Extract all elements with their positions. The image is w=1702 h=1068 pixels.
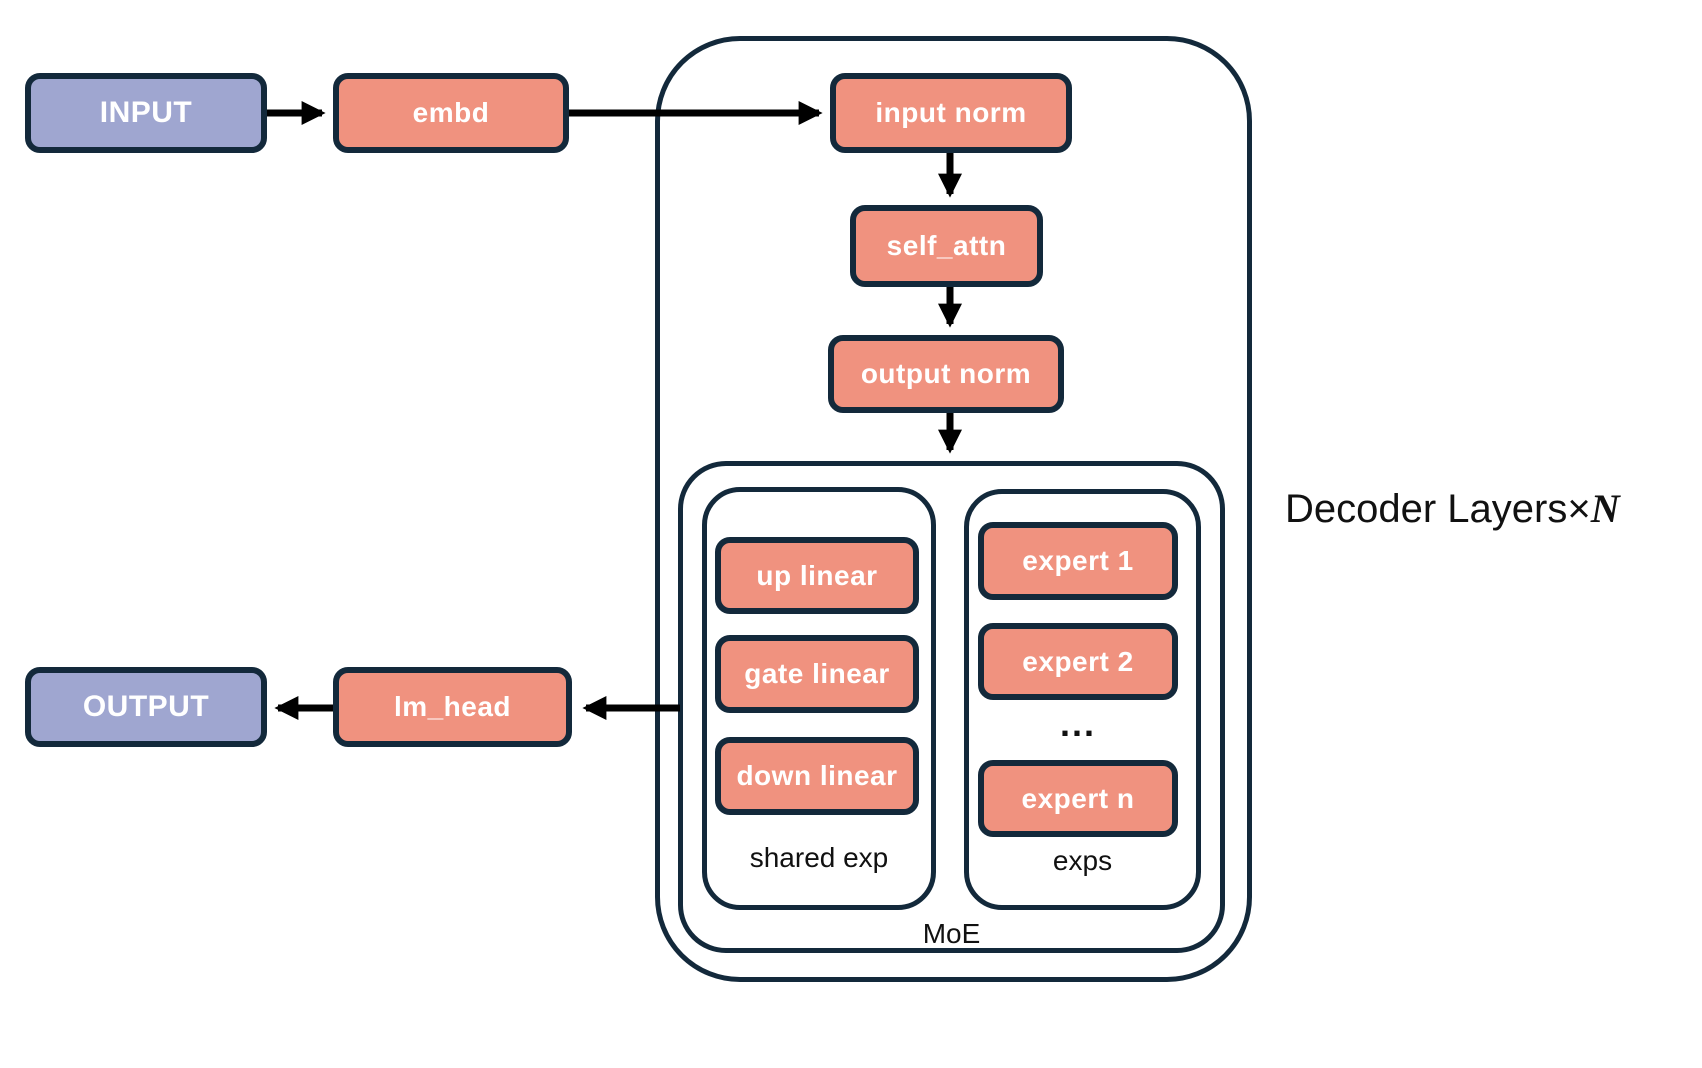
decoder-layers-title: Decoder Layers×N: [1285, 485, 1620, 532]
n-symbol: N: [1590, 486, 1620, 531]
embd-node: embd: [333, 73, 569, 153]
expert-2-node-label: expert 2: [1022, 645, 1134, 677]
expert-n-node-label: expert n: [1021, 782, 1135, 814]
shared-exp-label: shared exp: [749, 842, 889, 873]
down-linear-node: down linear: [715, 737, 919, 815]
moe-container: [678, 461, 1225, 953]
decoder-layers-title-text: Decoder Layers: [1285, 487, 1568, 531]
output-node: OUTPUT: [25, 667, 267, 747]
output-node-label: OUTPUT: [82, 690, 210, 723]
input-node: INPUT: [25, 73, 267, 153]
decoder-layers-container: [655, 36, 1252, 982]
gate-linear-node-label: gate linear: [744, 658, 890, 689]
expert-1-node-label: expert 1: [1022, 545, 1134, 576]
gate-linear-node: gate linear: [715, 635, 919, 713]
expert-n-node: expert n: [978, 760, 1178, 837]
exps-container: [964, 489, 1201, 910]
embd-node-label: embd: [412, 97, 490, 128]
lm-head-node-label: lm_head: [393, 691, 512, 722]
input-node-label: INPUT: [99, 96, 193, 129]
input-norm-node-label: input norm: [875, 97, 1027, 128]
down-linear-node-label: down linear: [736, 760, 898, 791]
exps-label: exps: [1052, 845, 1113, 876]
moe-label: MoE: [922, 918, 981, 949]
times-symbol: ×: [1567, 487, 1591, 531]
output-norm-node: output norm: [828, 335, 1064, 413]
up-linear-node-label: up linear: [756, 559, 878, 591]
input-norm-node: input norm: [830, 73, 1072, 153]
experts-ellipsis: ...: [978, 703, 1178, 745]
shared-exp-container: [702, 487, 936, 910]
output-norm-node-label: output norm: [860, 358, 1032, 389]
self-attn-node-label: self_attn: [886, 230, 1007, 261]
experts-ellipsis-text: ...: [1059, 703, 1096, 744]
expert-2-node: expert 2: [978, 623, 1178, 700]
up-linear-node: up linear: [715, 537, 919, 614]
expert-1-node: expert 1: [978, 522, 1178, 600]
self-attn-node: self_attn: [850, 205, 1043, 287]
lm-head-node: lm_head: [333, 667, 572, 747]
